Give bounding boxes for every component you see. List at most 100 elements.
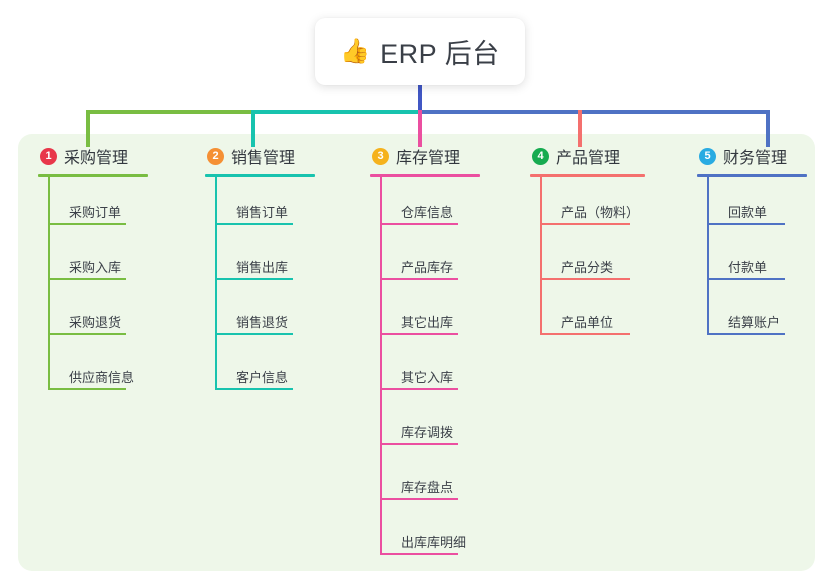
branch-header-1[interactable]: 1 采购管理	[38, 144, 188, 168]
leaf-label: 付款单	[728, 260, 768, 275]
leaf-label: 销售退货	[236, 315, 289, 330]
leaf-item[interactable]: 客户信息	[205, 342, 355, 397]
leaf-item[interactable]: 采购入库	[38, 232, 188, 287]
leaf-underline	[215, 388, 293, 390]
leaf-item[interactable]: 出库库明细	[370, 507, 520, 562]
branch-body: 回款单付款单结算账户	[697, 177, 839, 342]
branch-column-3: 3 库存管理仓库信息产品库存其它出库其它入库库存调拨库存盘点出库库明细	[370, 144, 520, 562]
leaf-item[interactable]: 仓库信息	[370, 177, 520, 232]
branch-title: 销售管理	[231, 150, 296, 167]
leaf-item[interactable]: 销售订单	[205, 177, 355, 232]
leaf-label: 采购订单	[69, 205, 122, 220]
thumbs-up-icon: 👍	[340, 37, 371, 65]
leaf-underline	[48, 278, 126, 280]
leaf-underline	[215, 333, 293, 335]
branch-underline	[697, 174, 807, 177]
leaf-label: 库存调拨	[401, 425, 454, 440]
leaf-label: 产品分类	[561, 260, 614, 275]
leaf-item[interactable]: 采购退货	[38, 287, 188, 342]
leaf-label: 采购入库	[69, 260, 122, 275]
leaf-item[interactable]: 产品（物料）	[530, 177, 690, 232]
leaf-item[interactable]: 产品单位	[530, 287, 690, 342]
leaf-underline	[48, 333, 126, 335]
branch-spine	[707, 177, 709, 335]
branch-title: 产品管理	[556, 150, 621, 167]
leaf-label: 出库库明细	[401, 535, 467, 550]
leaf-label: 仓库信息	[401, 205, 454, 220]
drop-4	[578, 110, 582, 147]
branch-title: 库存管理	[396, 150, 461, 167]
leaf-label: 销售出库	[236, 260, 289, 275]
leaf-item[interactable]: 销售出库	[205, 232, 355, 287]
leaf-item[interactable]: 库存调拨	[370, 397, 520, 452]
leaf-label: 产品（物料）	[561, 205, 640, 220]
leaf-item[interactable]: 其它出库	[370, 287, 520, 342]
leaf-item[interactable]: 付款单	[697, 232, 839, 287]
branch-column-4: 4 产品管理产品（物料） 产品分类产品单位	[530, 144, 690, 342]
leaf-label: 其它出库	[401, 315, 454, 330]
leaf-item[interactable]: 回款单	[697, 177, 839, 232]
branch-column-2: 2 销售管理销售订单销售出库销售退货客户信息	[205, 144, 355, 397]
branch-number-badge: 5	[699, 147, 716, 165]
bus-segment-2	[251, 110, 418, 114]
leaf-label: 产品库存	[401, 260, 454, 275]
leaf-item[interactable]: 库存盘点	[370, 452, 520, 507]
branch-number-badge: 2	[207, 147, 224, 165]
branch-underline	[370, 174, 480, 177]
leaf-label: 供应商信息	[69, 370, 135, 385]
leaf-label: 结算账户	[728, 315, 781, 330]
branch-number-badge: 4	[532, 147, 549, 165]
branch-underline	[205, 174, 315, 177]
leaf-underline	[540, 333, 630, 335]
leaf-label: 其它入库	[401, 370, 454, 385]
branch-spine	[540, 177, 542, 335]
leaf-label: 回款单	[728, 205, 768, 220]
branch-spine	[215, 177, 217, 390]
leaf-underline	[215, 223, 293, 225]
branch-number-badge: 1	[40, 147, 57, 165]
branch-header-4[interactable]: 4 产品管理	[530, 144, 690, 168]
leaf-underline	[380, 498, 458, 500]
branch-body: 采购订单采购入库采购退货供应商信息	[38, 177, 188, 397]
leaf-underline	[707, 223, 785, 225]
branch-number-badge: 3	[372, 147, 389, 165]
branch-body: 销售订单销售出库销售退货客户信息	[205, 177, 355, 397]
leaf-item[interactable]: 采购订单	[38, 177, 188, 232]
leaf-label: 客户信息	[236, 370, 289, 385]
leaf-item[interactable]: 销售退货	[205, 287, 355, 342]
leaf-item[interactable]: 产品库存	[370, 232, 520, 287]
leaf-underline	[48, 388, 126, 390]
leaf-label: 产品单位	[561, 315, 614, 330]
leaf-item[interactable]: 结算账户	[697, 287, 839, 342]
branch-spine	[48, 177, 50, 390]
leaf-underline	[380, 443, 458, 445]
leaf-label: 销售订单	[236, 205, 289, 220]
drop-1	[86, 110, 90, 147]
leaf-underline	[707, 278, 785, 280]
drop-3	[418, 110, 422, 147]
leaf-underline	[540, 223, 630, 225]
root-title: ERP 后台	[380, 39, 500, 69]
leaf-item[interactable]: 其它入库	[370, 342, 520, 397]
root-stem	[418, 83, 422, 114]
root-node[interactable]: 👍 ERP 后台	[315, 18, 525, 85]
branch-column-1: 1 采购管理采购订单采购入库采购退货供应商信息	[38, 144, 188, 397]
branch-body: 仓库信息产品库存其它出库其它入库库存调拨库存盘点出库库明细	[370, 177, 520, 562]
leaf-underline	[380, 278, 458, 280]
leaf-underline	[707, 333, 785, 335]
branch-title: 采购管理	[64, 150, 129, 167]
leaf-underline	[215, 278, 293, 280]
branch-body: 产品（物料） 产品分类产品单位	[530, 177, 690, 342]
leaf-underline	[380, 333, 458, 335]
drop-2	[251, 110, 255, 147]
leaf-underline	[380, 553, 458, 555]
leaf-item[interactable]: 供应商信息	[38, 342, 188, 397]
leaf-item[interactable]: 产品分类	[530, 232, 690, 287]
branch-header-3[interactable]: 3 库存管理	[370, 144, 520, 168]
leaf-underline	[48, 223, 126, 225]
branch-spine	[380, 177, 382, 555]
branch-header-2[interactable]: 2 销售管理	[205, 144, 355, 168]
